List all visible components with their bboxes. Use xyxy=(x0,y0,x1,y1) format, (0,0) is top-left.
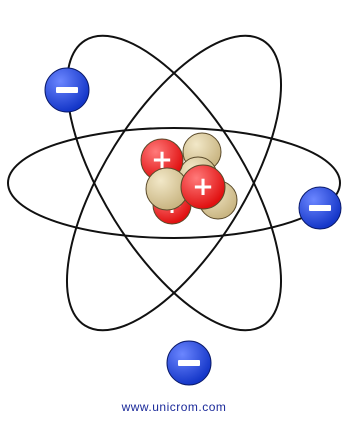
proton: + xyxy=(181,165,225,209)
electron xyxy=(45,68,89,112)
electron xyxy=(167,341,211,385)
electron-group xyxy=(45,68,341,385)
nucleus: +++ xyxy=(141,133,237,224)
svg-text:+: + xyxy=(192,172,214,202)
credit-url: www.unicrom.com xyxy=(0,400,348,414)
electron xyxy=(299,187,341,229)
